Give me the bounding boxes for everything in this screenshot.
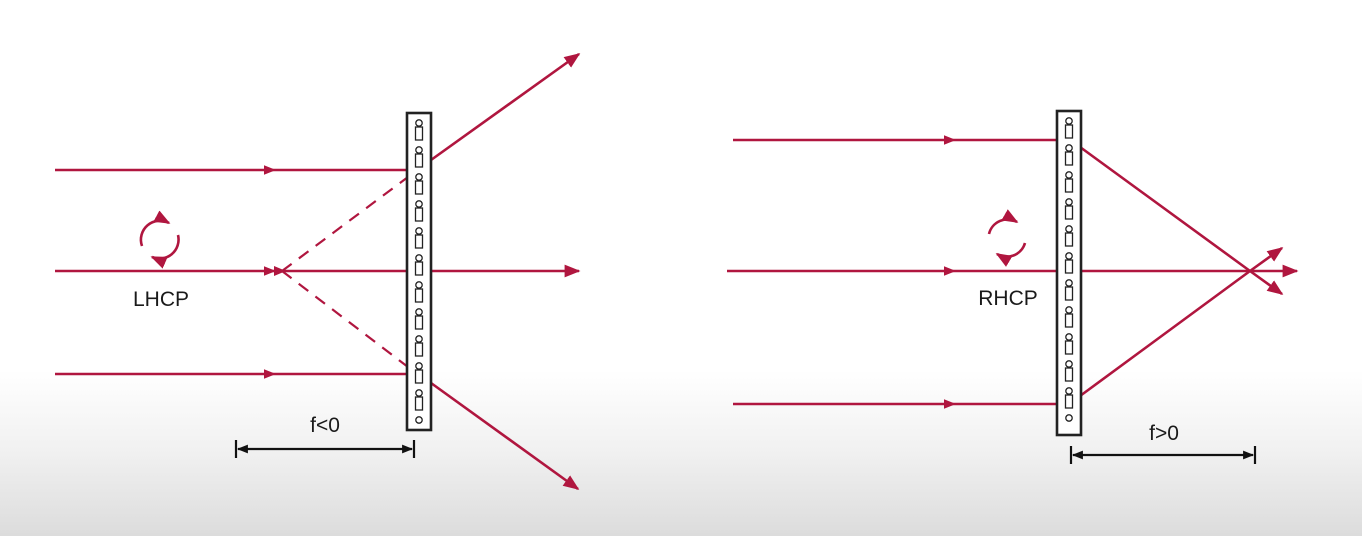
- left-virtual-ray-lower: [281, 270, 409, 368]
- left-virtual-ray-upper: [281, 176, 409, 272]
- lens-element-rect: [414, 342, 424, 357]
- lens-element-circle: [415, 416, 423, 424]
- lens-element-circle: [1065, 225, 1073, 233]
- lens-element-rect: [1064, 394, 1074, 409]
- lens-element-rect: [414, 369, 424, 384]
- lens-element-circle: [415, 227, 423, 235]
- left-focal-dimension: [234, 440, 416, 458]
- lens-element-circle: [415, 173, 423, 181]
- right-circular-polarization-icon: [987, 209, 1027, 267]
- lens-element-rect: [414, 153, 424, 168]
- lens-element-circle: [415, 335, 423, 343]
- lens-element-circle: [415, 119, 423, 127]
- lens-element-circle: [1065, 198, 1073, 206]
- left-virtual-rays: [281, 176, 409, 368]
- lens-element-rect: [414, 126, 424, 141]
- lens-element-circle: [415, 254, 423, 262]
- lens-element-circle: [1065, 252, 1073, 260]
- left-incoming-rays: [55, 165, 406, 379]
- lens-element-rect: [1064, 124, 1074, 139]
- lens-element-rect: [414, 180, 424, 195]
- left-lens-plate: [405, 111, 433, 432]
- left-ray-bottom-out: [430, 381, 580, 491]
- right-focal-label: f>0: [1149, 422, 1179, 445]
- left-polarization-label: LHCP: [133, 288, 189, 311]
- lens-element-rect: [1064, 367, 1074, 382]
- lens-element-circle: [415, 362, 423, 370]
- lens-element-rect: [414, 315, 424, 330]
- lens-element-circle: [1065, 387, 1073, 395]
- lens-element-circle: [1065, 333, 1073, 341]
- lens-element-circle: [1065, 144, 1073, 152]
- lens-element-circle: [1065, 306, 1073, 314]
- lens-element-rect: [1064, 151, 1074, 166]
- lens-element-circle: [1065, 414, 1073, 422]
- left-outgoing-rays: [430, 52, 581, 491]
- right-outgoing-rays: [1079, 145, 1299, 398]
- lens-element-circle: [1065, 360, 1073, 368]
- right-polarization-label: RHCP: [978, 287, 1038, 310]
- lens-element-rect: [414, 234, 424, 249]
- right-focal-dimension: [1069, 446, 1257, 464]
- lens-element-rect: [1064, 313, 1074, 328]
- lens-element-rect: [414, 261, 424, 276]
- lens-element-rect: [1064, 286, 1074, 301]
- right-ray-bottom-out: [1079, 246, 1284, 398]
- left-virtual-focus-mark: [274, 266, 286, 276]
- lens-element-circle: [1065, 279, 1073, 287]
- right-incoming-rays: [727, 135, 1057, 409]
- lens-element-circle: [415, 146, 423, 154]
- lens-element-rect: [1064, 340, 1074, 355]
- right-lens-plate: [1055, 109, 1083, 437]
- lens-element-rect: [414, 207, 424, 222]
- lens-element-circle: [415, 200, 423, 208]
- lens-element-rect: [1064, 232, 1074, 247]
- lens-element-rect: [1064, 205, 1074, 220]
- left-panel: LHCP f<0: [55, 52, 581, 491]
- left-ray-top-out: [430, 52, 581, 162]
- lens-element-rect: [414, 396, 424, 411]
- lens-plate-frame: [405, 111, 433, 432]
- lens-element-circle: [415, 308, 423, 316]
- lens-element-circle: [415, 389, 423, 397]
- left-circular-polarization-icon: [139, 210, 180, 269]
- lens-element-rect: [1064, 178, 1074, 193]
- lens-element-circle: [1065, 171, 1073, 179]
- left-focal-label: f<0: [310, 414, 340, 437]
- lens-element-circle: [415, 281, 423, 289]
- lens-element-circle: [1065, 117, 1073, 125]
- lens-element-rect: [1064, 259, 1074, 274]
- right-panel: RHCP f>0: [727, 109, 1299, 464]
- lens-element-rect: [414, 288, 424, 303]
